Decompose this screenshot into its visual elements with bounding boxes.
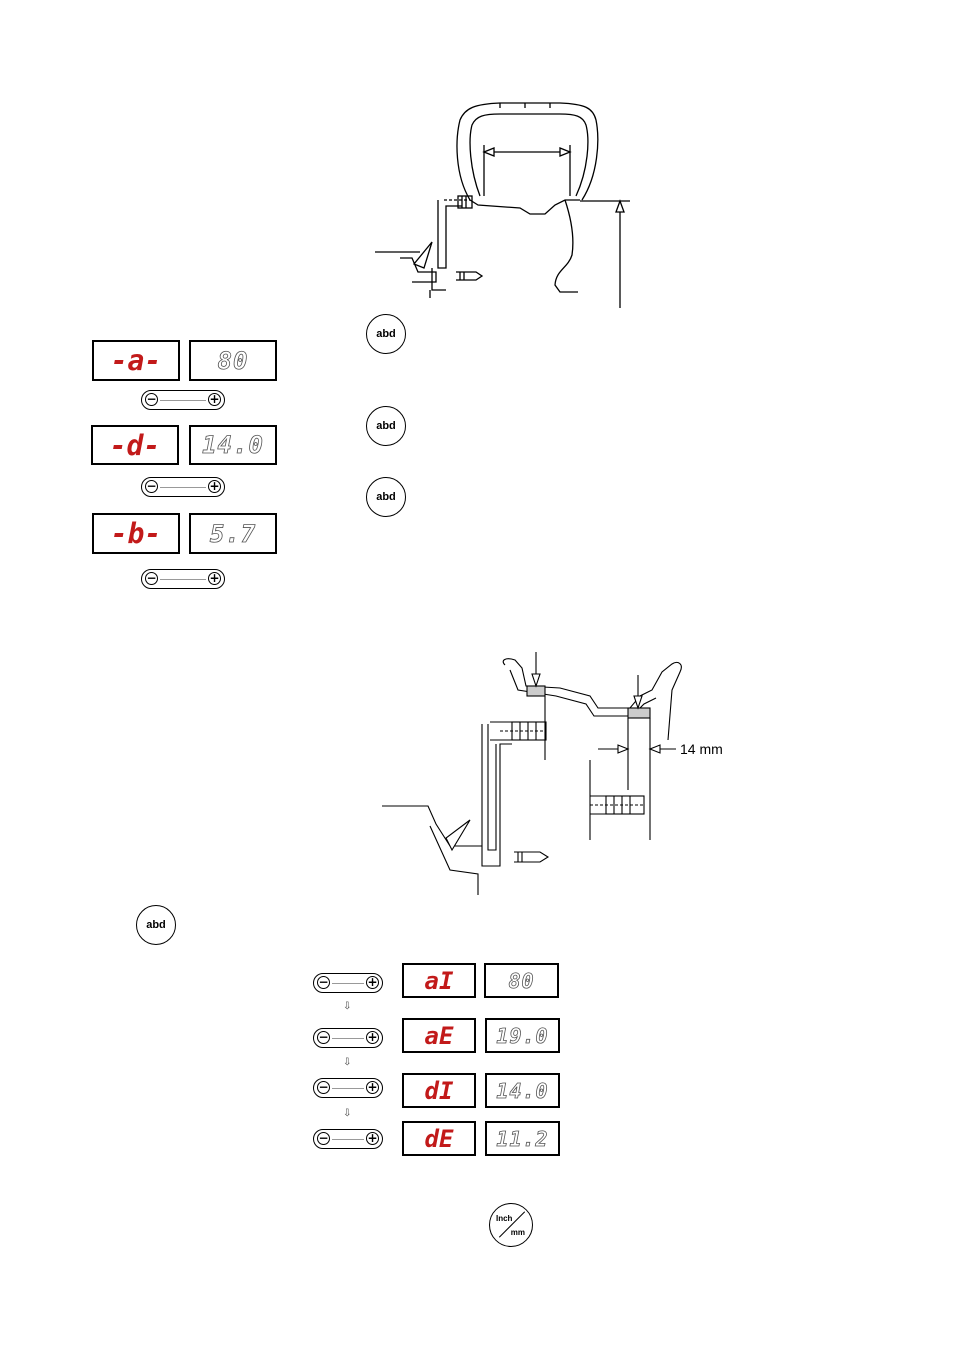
down-arrow-icon: ⇩ — [343, 1057, 351, 1068]
display-value-text: 19.0 — [496, 1024, 548, 1048]
plus-icon[interactable]: + — [366, 1031, 379, 1044]
minus-icon[interactable]: − — [317, 1132, 330, 1145]
display-code-ai: aI — [402, 963, 476, 998]
inch-label: Inch — [496, 1214, 512, 1223]
display-code-text: dI — [425, 1077, 454, 1105]
dimension-label: 14 mm — [680, 741, 723, 757]
inch-mm-toggle-button[interactable]: Inch mm — [489, 1203, 533, 1247]
display-code-ae: aE — [402, 1018, 476, 1053]
down-arrow-icon: ⇩ — [343, 1001, 351, 1012]
minus-icon[interactable]: − — [317, 1031, 330, 1044]
down-arrow-icon: ⇩ — [343, 1108, 351, 1119]
minus-icon[interactable]: − — [317, 976, 330, 989]
mm-label: mm — [511, 1228, 525, 1237]
display-code-text: aE — [425, 1022, 454, 1050]
display-code-di: dI — [402, 1073, 476, 1108]
display-value-text: 14.0 — [496, 1079, 548, 1103]
display-value-di: 14.0 — [485, 1073, 560, 1108]
plus-icon[interactable]: + — [366, 1132, 379, 1145]
minus-plus-control[interactable]: − + — [313, 1129, 383, 1149]
minus-plus-control[interactable]: − + — [313, 1078, 383, 1098]
display-value-ae: 19.0 — [485, 1018, 560, 1053]
display-code-text: aI — [425, 967, 454, 995]
display-value-de: 11.2 — [485, 1121, 560, 1156]
minus-icon[interactable]: − — [317, 1081, 330, 1094]
plus-icon[interactable]: + — [366, 976, 379, 989]
alu-rim-diagram — [0, 0, 954, 900]
minus-plus-control[interactable]: − + — [313, 973, 383, 993]
display-code-de: dE — [402, 1121, 476, 1156]
minus-plus-control[interactable]: − + — [313, 1028, 383, 1048]
plus-icon[interactable]: + — [366, 1081, 379, 1094]
display-value-ai: 80 — [484, 963, 559, 998]
display-value-text: 80 — [508, 969, 534, 993]
display-code-text: dE — [425, 1125, 454, 1153]
abd-button[interactable]: abd — [136, 905, 176, 945]
display-value-text: 11.2 — [496, 1127, 548, 1151]
